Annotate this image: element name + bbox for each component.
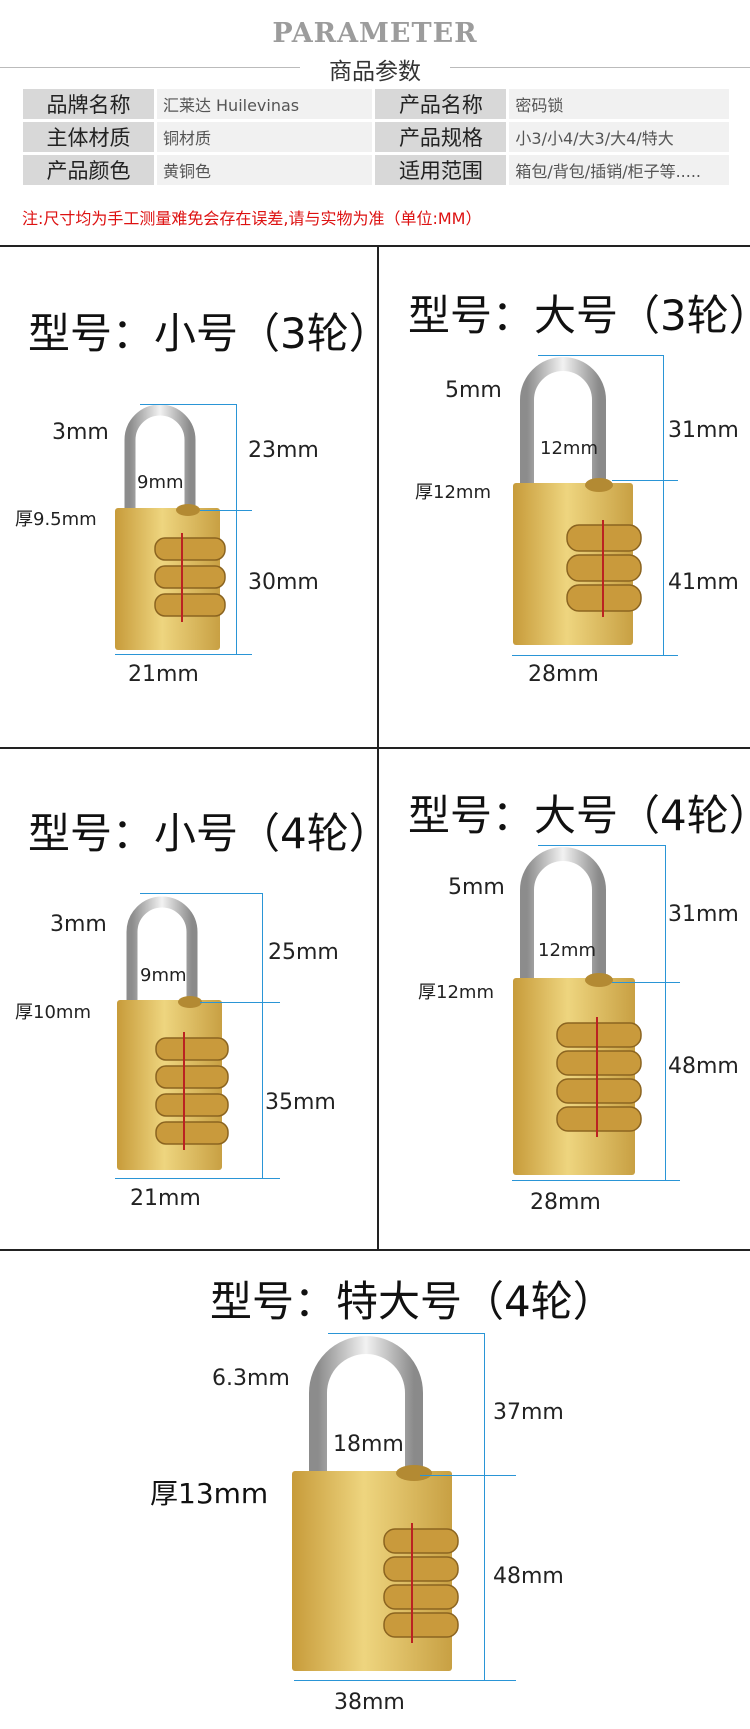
dim-line xyxy=(294,1680,464,1681)
body-height: 48mm xyxy=(493,1564,564,1589)
header-title-cn: 商品参数 xyxy=(329,59,421,85)
lock-small-4 xyxy=(112,890,232,1180)
shackle-gap: 9mm xyxy=(140,965,187,986)
dim-line xyxy=(236,404,237,654)
shackle-gap: 12mm xyxy=(538,940,596,961)
param-value: 黄铜色 xyxy=(156,155,373,185)
shackle-gap: 18mm xyxy=(333,1432,404,1457)
shackle-diameter: 3mm xyxy=(52,420,109,445)
param-value: 汇莱达 Huilevinas xyxy=(156,89,373,119)
model-title: 型号：特大号（4轮） xyxy=(210,1277,615,1326)
body-height: 41mm xyxy=(668,570,739,595)
shackle-height: 31mm xyxy=(668,902,739,927)
dim-line xyxy=(484,1333,485,1680)
table-row: 产品颜色 黄铜色 适用范围 箱包/背包/插销/柜子等..... xyxy=(23,155,729,185)
body-height: 35mm xyxy=(265,1090,336,1115)
width: 28mm xyxy=(528,662,599,687)
width: 28mm xyxy=(530,1190,601,1215)
model-title: 型号：小号（3轮） xyxy=(28,309,391,358)
width: 38mm xyxy=(334,1690,405,1715)
dim-line xyxy=(200,1002,280,1003)
thickness: 厚12mm xyxy=(418,982,494,1003)
dim-line xyxy=(420,1475,516,1476)
model-title: 型号：大号（4轮） xyxy=(408,791,750,840)
table-row: 品牌名称 汇莱达 Huilevinas 产品名称 密码锁 xyxy=(23,89,729,119)
shackle-height: 25mm xyxy=(268,940,339,965)
divider xyxy=(0,245,750,247)
body-height: 48mm xyxy=(668,1054,739,1079)
param-key: 品牌名称 xyxy=(23,89,154,119)
parameter-table: 品牌名称 汇莱达 Huilevinas 产品名称 密码锁 主体材质 铜材质 产品… xyxy=(20,86,732,188)
lock-extra-large-4 xyxy=(288,1333,468,1683)
dim-line xyxy=(328,1333,484,1334)
shackle-gap: 9mm xyxy=(137,472,184,493)
shackle-diameter: 3mm xyxy=(50,912,107,937)
dim-line xyxy=(115,1178,215,1179)
divider xyxy=(0,747,750,749)
dim-line xyxy=(140,404,236,405)
dim-line xyxy=(612,655,678,656)
width: 21mm xyxy=(128,662,199,687)
shackle-height: 37mm xyxy=(493,1400,564,1425)
shackle-diameter: 5mm xyxy=(448,875,505,900)
dim-line xyxy=(538,355,663,356)
dim-line xyxy=(512,655,622,656)
dim-line xyxy=(200,654,252,655)
param-key: 产品名称 xyxy=(375,89,507,119)
dim-line xyxy=(612,1180,680,1181)
param-key: 产品规格 xyxy=(375,122,507,152)
param-value: 铜材质 xyxy=(156,122,373,152)
thickness: 厚9.5mm xyxy=(15,509,97,530)
dim-line xyxy=(200,1178,280,1179)
divider xyxy=(0,1249,750,1251)
dim-line xyxy=(115,654,215,655)
param-key: 产品颜色 xyxy=(23,155,154,185)
thickness: 厚13mm xyxy=(150,1477,269,1510)
shackle-diameter: 6.3mm xyxy=(212,1366,290,1391)
shackle-gap: 12mm xyxy=(540,438,598,459)
thickness: 厚10mm xyxy=(15,1002,91,1023)
measurement-note: 注:尺寸均为手工测量难免会存在误差,请与实物为准（单位:MM） xyxy=(22,209,482,228)
dim-line xyxy=(663,355,664,655)
shackle-diameter: 5mm xyxy=(445,378,502,403)
body-height: 30mm xyxy=(248,570,319,595)
model-title: 型号：小号（4轮） xyxy=(28,809,391,858)
dim-line xyxy=(140,893,262,894)
model-title: 型号：大号（3轮） xyxy=(408,291,750,340)
param-value: 密码锁 xyxy=(509,89,729,119)
param-value: 箱包/背包/插销/柜子等..... xyxy=(509,155,729,185)
shackle-height: 31mm xyxy=(668,418,739,443)
lock-large-3 xyxy=(505,355,645,655)
table-row: 主体材质 铜材质 产品规格 小3/小4/大3/大4/特大 xyxy=(23,122,729,152)
param-key: 主体材质 xyxy=(23,122,154,152)
thickness: 厚12mm xyxy=(415,482,491,503)
param-key: 适用范围 xyxy=(375,155,507,185)
dim-line xyxy=(512,1180,624,1181)
shackle-height: 23mm xyxy=(248,438,319,463)
lock-small-3 xyxy=(110,400,230,660)
dim-line xyxy=(665,845,666,1180)
lock-large-4 xyxy=(505,845,645,1185)
header-title-en: PARAMETER xyxy=(272,18,478,49)
dim-line xyxy=(612,480,678,481)
width: 21mm xyxy=(130,1186,201,1211)
dim-line xyxy=(612,982,680,983)
dim-line xyxy=(420,1680,516,1681)
param-value: 小3/小4/大3/大4/特大 xyxy=(509,122,729,152)
dim-line xyxy=(200,510,252,511)
dim-line xyxy=(262,893,263,1178)
dim-line xyxy=(538,845,665,846)
